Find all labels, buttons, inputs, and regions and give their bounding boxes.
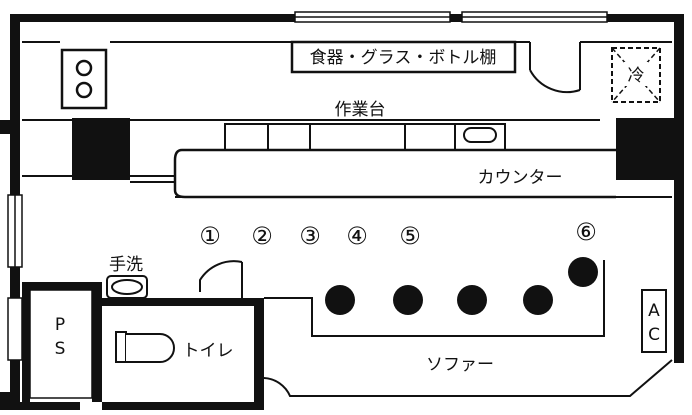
fridge: 冷	[611, 47, 661, 103]
toilet-room: トイレ	[102, 298, 264, 410]
stool	[325, 285, 355, 315]
columns	[72, 118, 674, 180]
left-windows	[7, 194, 23, 361]
ac-label-bottom: C	[648, 325, 660, 345]
shelf-label: 食器・グラス・ボトル棚	[310, 48, 497, 68]
sofa-zone: ソファー	[263, 260, 673, 397]
sink	[463, 127, 497, 143]
counter: カウンター	[173, 148, 616, 199]
bottom-right-wall	[674, 355, 684, 363]
seat-number-1: ①	[199, 222, 221, 250]
door-top	[529, 42, 581, 93]
shelf: 食器・グラス・ボトル棚	[290, 40, 517, 74]
stove	[60, 48, 108, 110]
handwash: 手洗	[106, 255, 148, 299]
stool	[393, 285, 423, 315]
toilet-bowl	[115, 331, 127, 363]
stool	[568, 257, 598, 287]
ps-label-bottom: S	[55, 339, 66, 359]
toilet-label: トイレ	[183, 341, 234, 361]
top-windows	[294, 11, 608, 23]
counter-label: カウンター	[478, 168, 563, 188]
seat-numbers: ① ② ③ ④ ⑤ ⑥	[199, 218, 597, 250]
fridge-label: 冷	[628, 66, 645, 86]
ac-unit: A C	[641, 289, 667, 353]
seat-number-2: ②	[251, 222, 273, 250]
ps-label-top: P	[55, 315, 65, 335]
ps-shaft: P S	[22, 282, 102, 402]
seat-number-6: ⑥	[575, 218, 597, 246]
handwash-label: 手洗	[109, 255, 143, 275]
sofa-label: ソファー	[426, 355, 494, 375]
seat-number-4: ④	[346, 222, 368, 250]
stools	[325, 257, 598, 315]
workbench-label: 作業台	[335, 100, 386, 120]
seat-number-3: ③	[299, 222, 321, 250]
stool	[523, 285, 553, 315]
ac-label-top: A	[648, 301, 660, 321]
stool	[457, 285, 487, 315]
toilet-door	[199, 260, 243, 298]
workbench: 作業台	[224, 100, 506, 151]
seat-number-5: ⑤	[399, 222, 421, 250]
